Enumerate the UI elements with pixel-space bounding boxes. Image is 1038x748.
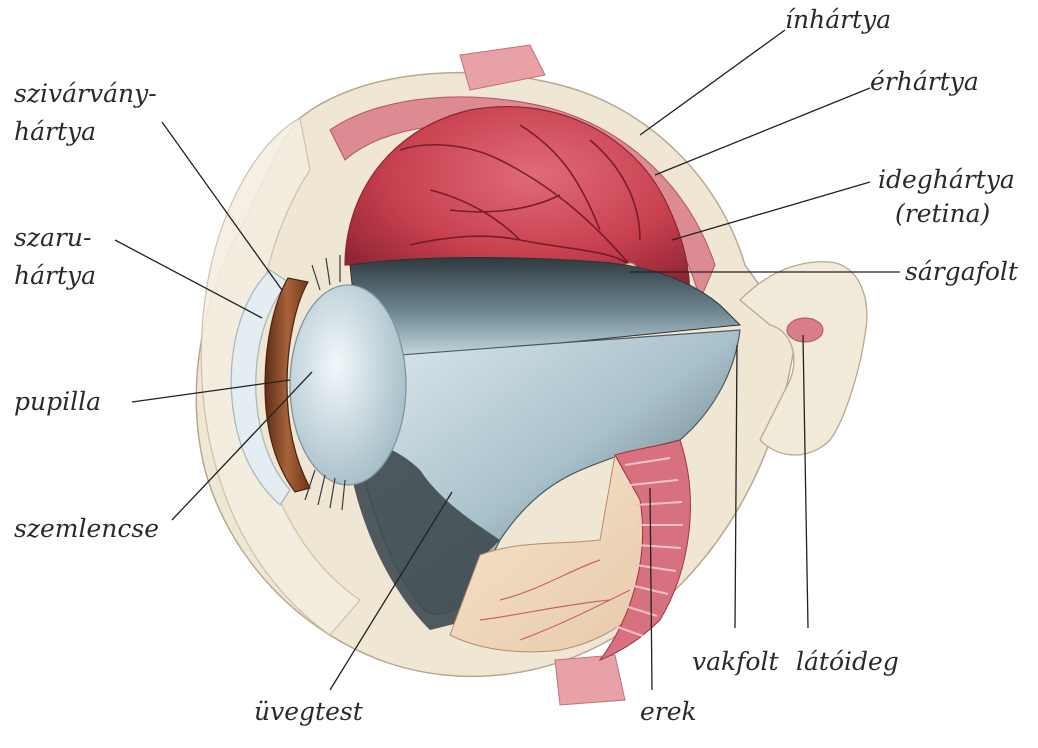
label-sargafolt: sárgafolt xyxy=(905,257,1019,286)
label-erek: erek xyxy=(640,697,697,726)
label-szivarvany: szivárvány- xyxy=(14,79,157,108)
label-szemlencse: szemlencse xyxy=(14,514,159,543)
label-latoideg: látóideg xyxy=(796,647,899,676)
label-ideghartya: ideghártya xyxy=(878,165,1015,194)
label-vakfolt: vakfolt xyxy=(692,647,779,676)
label-uvegtest: üvegtest xyxy=(254,697,364,726)
label-retina: (retina) xyxy=(895,199,990,228)
muscle-bottom xyxy=(555,655,625,705)
label-szivarvany-2: hártya xyxy=(14,117,96,146)
lens-shape xyxy=(290,285,406,485)
label-erhartya: érhártya xyxy=(870,67,979,96)
optic-nerve-core xyxy=(787,318,823,342)
label-szaru: szaru- xyxy=(14,223,91,252)
label-inhartya: ínhártya xyxy=(785,5,891,34)
label-szaru-2: hártya xyxy=(14,261,96,290)
label-pupilla: pupilla xyxy=(14,387,101,416)
leader-inhartya xyxy=(640,30,785,135)
